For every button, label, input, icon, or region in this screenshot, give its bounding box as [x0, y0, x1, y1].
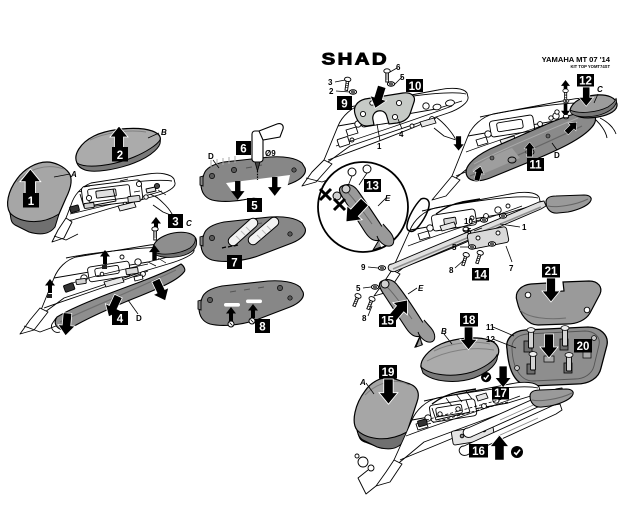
svg-text:12: 12 [486, 335, 495, 344]
svg-text:10: 10 [464, 217, 473, 226]
svg-text:B: B [161, 128, 167, 137]
svg-text:Ø9: Ø9 [265, 149, 276, 158]
svg-text:D: D [208, 152, 214, 161]
svg-text:1: 1 [28, 196, 35, 208]
svg-text:6: 6 [240, 144, 246, 156]
svg-text:18: 18 [463, 315, 476, 327]
svg-text:D: D [554, 151, 560, 160]
svg-text:5: 5 [251, 201, 258, 213]
svg-text:5: 5 [452, 243, 457, 252]
svg-text:19: 19 [382, 367, 395, 379]
svg-text:8: 8 [362, 314, 367, 323]
svg-text:21: 21 [545, 266, 558, 278]
svg-text:1: 1 [377, 142, 382, 151]
svg-text:B: B [441, 327, 447, 336]
svg-text:5: 5 [467, 227, 472, 236]
svg-text:E: E [418, 284, 424, 293]
svg-text:C: C [186, 219, 192, 228]
svg-text:16: 16 [472, 446, 485, 458]
svg-text:14: 14 [474, 270, 487, 282]
svg-text:13: 13 [366, 181, 379, 193]
svg-text:KIT TOP YOMT74ST: KIT TOP YOMT74ST [570, 64, 610, 69]
svg-text:8: 8 [259, 322, 266, 334]
svg-text:17: 17 [494, 388, 507, 400]
svg-text:4: 4 [399, 130, 404, 139]
svg-text:SHAD: SHAD [322, 49, 389, 68]
svg-text:2: 2 [329, 87, 334, 96]
svg-text:7: 7 [231, 258, 237, 270]
svg-text:A: A [359, 378, 366, 387]
svg-text:15: 15 [381, 316, 394, 328]
svg-text:4: 4 [117, 314, 124, 326]
svg-text:12: 12 [579, 76, 592, 88]
svg-text:E: E [385, 194, 391, 203]
svg-text:10: 10 [409, 81, 422, 93]
svg-text:5: 5 [400, 73, 405, 82]
svg-text:20: 20 [577, 341, 590, 353]
svg-text:3: 3 [328, 78, 333, 87]
svg-text:5: 5 [356, 284, 361, 293]
svg-text:11: 11 [529, 160, 542, 172]
svg-text:6: 6 [396, 63, 401, 72]
svg-text:1: 1 [522, 223, 527, 232]
svg-text:C: C [597, 85, 603, 94]
svg-text:11: 11 [486, 323, 495, 332]
svg-text:2: 2 [117, 150, 123, 162]
svg-text:A: A [70, 170, 77, 179]
svg-text:D: D [136, 314, 142, 323]
svg-text:3: 3 [172, 217, 178, 229]
svg-text:YAMAHA MT 07 '14: YAMAHA MT 07 '14 [542, 55, 611, 64]
svg-text:9: 9 [361, 263, 366, 272]
svg-text:9: 9 [341, 99, 347, 111]
svg-text:8: 8 [449, 266, 454, 275]
svg-text:7: 7 [509, 264, 514, 273]
